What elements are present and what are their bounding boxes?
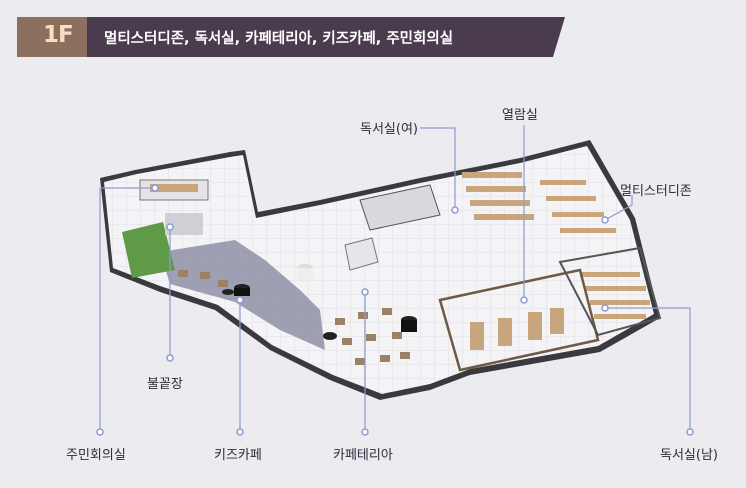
browsing-room-wall [438, 268, 600, 372]
banner-title: 멀티스터디존, 독서실, 카페테리아, 키즈카페, 주민회의실 [104, 31, 454, 47]
leader-dots [96, 184, 694, 436]
study-desks [462, 172, 650, 350]
label-browsing-room: 열람실 [502, 108, 538, 123]
restroom-block [359, 184, 441, 231]
stair-block [344, 237, 379, 271]
meeting-table [150, 184, 198, 192]
male-reading-room-wall [558, 246, 662, 337]
label-cafeteria: 카페테리아 [333, 448, 393, 463]
label-fire-pit: 불꽅장 [147, 377, 183, 392]
label-reading-room-male: 독서실(남) [660, 448, 718, 463]
banner-shape [17, 17, 565, 57]
fire-pit-wall [165, 213, 203, 235]
columns [222, 264, 417, 340]
fire-pit-grass [122, 222, 175, 278]
label-community-meeting-room: 주민회의실 [66, 448, 126, 463]
label-reading-room-female: 독서실(여) [360, 122, 418, 137]
floor-badge: 1F [43, 22, 74, 48]
label-multi-study-zone: 멀티스터디존 [620, 184, 692, 199]
cafe-tables [178, 270, 410, 365]
building-floor [104, 146, 654, 394]
header-banner [17, 17, 565, 57]
leader-lines [99, 125, 691, 432]
label-kids-cafe: 키즈카페 [214, 448, 262, 463]
